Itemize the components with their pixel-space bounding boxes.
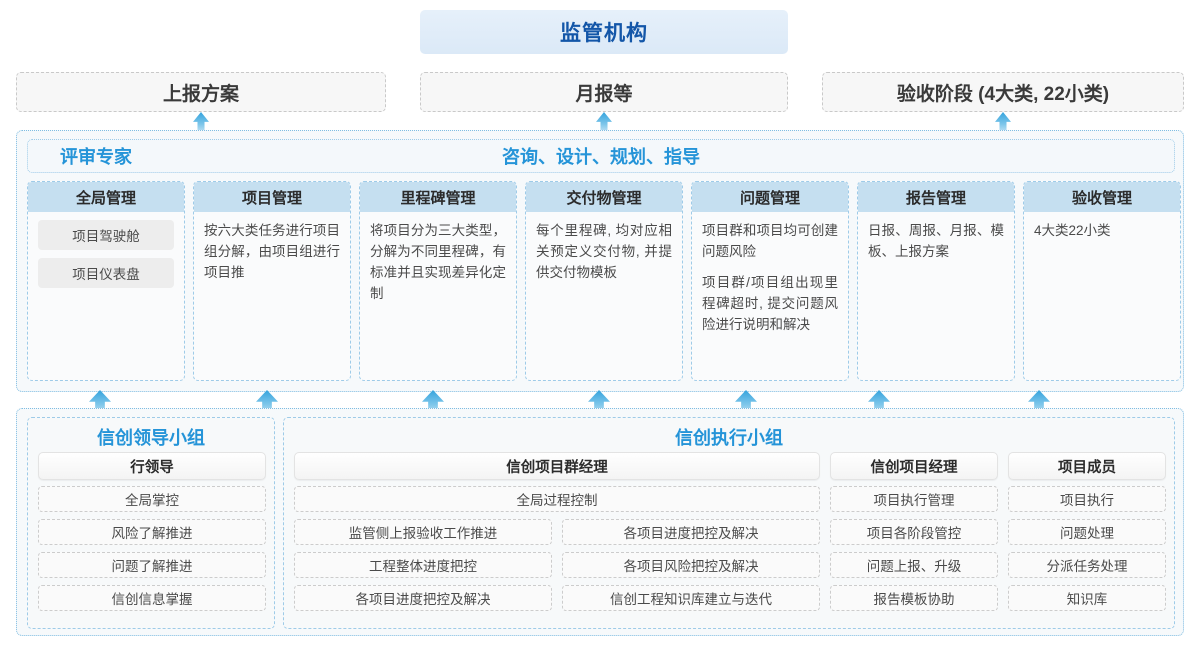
role-header-project-manager[interactable]: 信创项目经理 [830,452,998,480]
leadership-group: 信创领导小组 行领导 全局掌控 风险了解推进 问题了解推进 信创信息掌握 [27,417,275,629]
task-item[interactable]: 各项目进度把控及解决 [562,519,820,545]
review-expert-label: 评审专家 [60,147,132,167]
report-label: 月报等 [575,83,633,105]
module-column-project[interactable]: 项目管理 按六大类任务进行项目组分解，由项目组进行项目推 [193,181,351,381]
task-item[interactable]: 项目执行 [1008,486,1166,512]
task-item[interactable]: 项目执行管理 [830,486,998,512]
middle-header: 评审专家 咨询、设计、规划、指导 [27,139,1175,173]
task-item[interactable]: 问题了解推进 [38,552,266,578]
regulator-box: 监管机构 [420,10,788,54]
task-item[interactable]: 全局过程控制 [294,486,820,512]
task-item[interactable]: 监管侧上报验收工作推进 [294,519,552,545]
module-title: 里程碑管理 [360,182,516,212]
task-item[interactable]: 工程整体进度把控 [294,552,552,578]
module-desc: 每个里程碑, 均对应相关预定义交付物, 并提供交付物模板 [536,223,672,280]
module-column-issue[interactable]: 问题管理 项目群和项目均可创建问题风险 项目群/项目组出现里程碑超时, 提交问题… [691,181,849,381]
role-header-program-manager[interactable]: 信创项目群经理 [294,452,820,480]
module-column-report[interactable]: 报告管理 日报、周报、月报、模板、上报方案 [857,181,1015,381]
report-label: 验收阶段 (4大类, 22小类) [896,83,1110,105]
report-box-plan: 上报方案 [16,72,386,112]
module-title: 验收管理 [1024,182,1180,212]
role-header-bank-leader[interactable]: 行领导 [38,452,266,480]
module-desc: 4大类22小类 [1034,223,1111,238]
module-desc: 日报、周报、月报、模板、上报方案 [868,223,1004,259]
task-item[interactable]: 问题处理 [1008,519,1166,545]
task-item[interactable]: 问题上报、升级 [830,552,998,578]
group-title: 信创领导小组 [97,428,205,448]
task-item[interactable]: 报告模板协助 [830,585,998,611]
report-box-monthly: 月报等 [420,72,788,112]
middle-band: 评审专家 咨询、设计、规划、指导 全局管理 项目驾驶舱 项目仪表盘 项目管理 按… [16,130,1184,392]
module-desc: 项目群/项目组出现里程碑超时, 提交问题风险进行说明和解决 [702,275,838,332]
task-item[interactable]: 全局掌控 [38,486,266,512]
module-desc: 项目群和项目均可创建问题风险 [702,223,838,259]
consulting-label: 咨询、设计、规划、指导 [502,147,700,167]
module-desc: 将项目分为三大类型，分解为不同里程碑，有标准并且实现差异化定制 [370,223,506,301]
group-title: 信创执行小组 [675,428,783,448]
module-column-deliverable[interactable]: 交付物管理 每个里程碑, 均对应相关预定义交付物, 并提供交付物模板 [525,181,683,381]
module-column-milestone[interactable]: 里程碑管理 将项目分为三大类型，分解为不同里程碑，有标准并且实现差异化定制 [359,181,517,381]
module-title: 问题管理 [692,182,848,212]
task-item[interactable]: 信创信息掌握 [38,585,266,611]
task-item[interactable]: 信创工程知识库建立与迭代 [562,585,820,611]
module-title: 项目管理 [194,182,350,212]
task-item[interactable]: 各项目进度把控及解决 [294,585,552,611]
module-column-acceptance[interactable]: 验收管理 4大类22小类 [1023,181,1181,381]
task-item[interactable]: 风险了解推进 [38,519,266,545]
module-pill[interactable]: 项目仪表盘 [38,258,174,288]
module-title: 报告管理 [858,182,1014,212]
regulator-label: 监管机构 [560,22,648,45]
module-desc: 按六大类任务进行项目组分解，由项目组进行项目推 [204,223,340,280]
module-pill[interactable]: 项目驾驶舱 [38,220,174,250]
task-item[interactable]: 分派任务处理 [1008,552,1166,578]
module-column-global[interactable]: 全局管理 项目驾驶舱 项目仪表盘 [27,181,185,381]
report-label: 上报方案 [162,83,239,105]
role-header-member[interactable]: 项目成员 [1008,452,1166,480]
task-item[interactable]: 项目各阶段管控 [830,519,998,545]
bottom-band: 信创领导小组 行领导 全局掌控 风险了解推进 问题了解推进 信创信息掌握 信创执… [16,408,1184,636]
module-title: 交付物管理 [526,182,682,212]
module-title: 全局管理 [28,182,184,212]
report-box-acceptance: 验收阶段 (4大类, 22小类) [822,72,1184,112]
task-item[interactable]: 知识库 [1008,585,1166,611]
execution-group: 信创执行小组 信创项目群经理 全局过程控制 监管侧上报验收工作推进 工程整体进度… [283,417,1175,629]
task-item[interactable]: 各项目风险把控及解决 [562,552,820,578]
